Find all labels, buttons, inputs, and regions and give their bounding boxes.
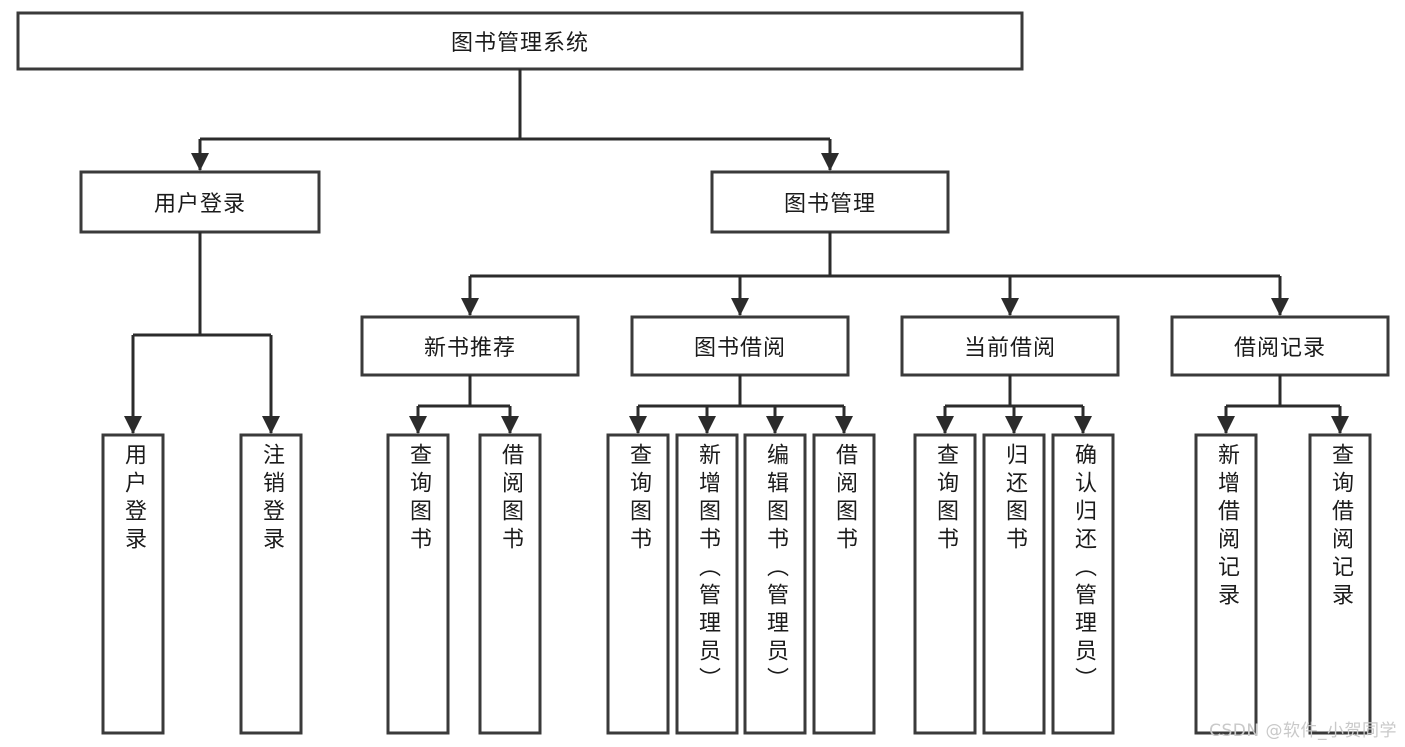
arrow-head-icon (409, 416, 427, 434)
node-box-leaf-borrow-book-bb[interactable] (812, 433, 876, 735)
arrow-head-icon (629, 416, 647, 434)
node-box-leaf-add-borrow-record[interactable] (1194, 433, 1258, 735)
arrow-head-icon (1331, 416, 1349, 434)
node-box-new-book-recommend[interactable] (360, 315, 580, 377)
node-box-leaf-confirm-return[interactable] (1051, 433, 1115, 735)
node-box-leaf-query-book-cb[interactable] (913, 433, 977, 735)
arrow-head-icon (698, 416, 716, 434)
arrow-head-icon (731, 298, 749, 316)
arrow-head-icon (1005, 416, 1023, 434)
arrow-head-icon (1217, 416, 1235, 434)
arrow-head-icon (191, 153, 209, 171)
node-box-root[interactable] (16, 11, 1024, 71)
arrow-head-icon (835, 416, 853, 434)
arrow-head-icon (821, 153, 839, 171)
arrow-head-icon (262, 416, 280, 434)
node-box-leaf-query-borrow-record[interactable] (1308, 433, 1372, 735)
arrow-head-icon (461, 298, 479, 316)
arrow-head-icon (124, 416, 142, 434)
arrow-head-icon (936, 416, 954, 434)
node-box-leaf-return-book[interactable] (982, 433, 1046, 735)
arrow-head-icon (1001, 298, 1019, 316)
arrow-head-icon (766, 416, 784, 434)
node-box-leaf-edit-book-admin[interactable] (743, 433, 807, 735)
node-box-current-borrow[interactable] (900, 315, 1120, 377)
node-box-leaf-query-book-nb[interactable] (386, 433, 450, 735)
node-box-leaf-query-book-bb[interactable] (606, 433, 670, 735)
node-box-leaf-borrow-book-nb[interactable] (478, 433, 542, 735)
arrow-head-icon (1271, 298, 1289, 316)
arrow-head-icon (1074, 416, 1092, 434)
node-box-book-borrow[interactable] (630, 315, 850, 377)
node-box-borrow-record[interactable] (1170, 315, 1390, 377)
node-box-leaf-logout[interactable] (239, 433, 303, 735)
node-box-user-login[interactable] (79, 170, 321, 234)
arrow-head-icon (501, 416, 519, 434)
node-box-leaf-user-login[interactable] (101, 433, 165, 735)
node-box-book-manage[interactable] (710, 170, 950, 234)
node-box-leaf-add-book-admin[interactable] (675, 433, 739, 735)
